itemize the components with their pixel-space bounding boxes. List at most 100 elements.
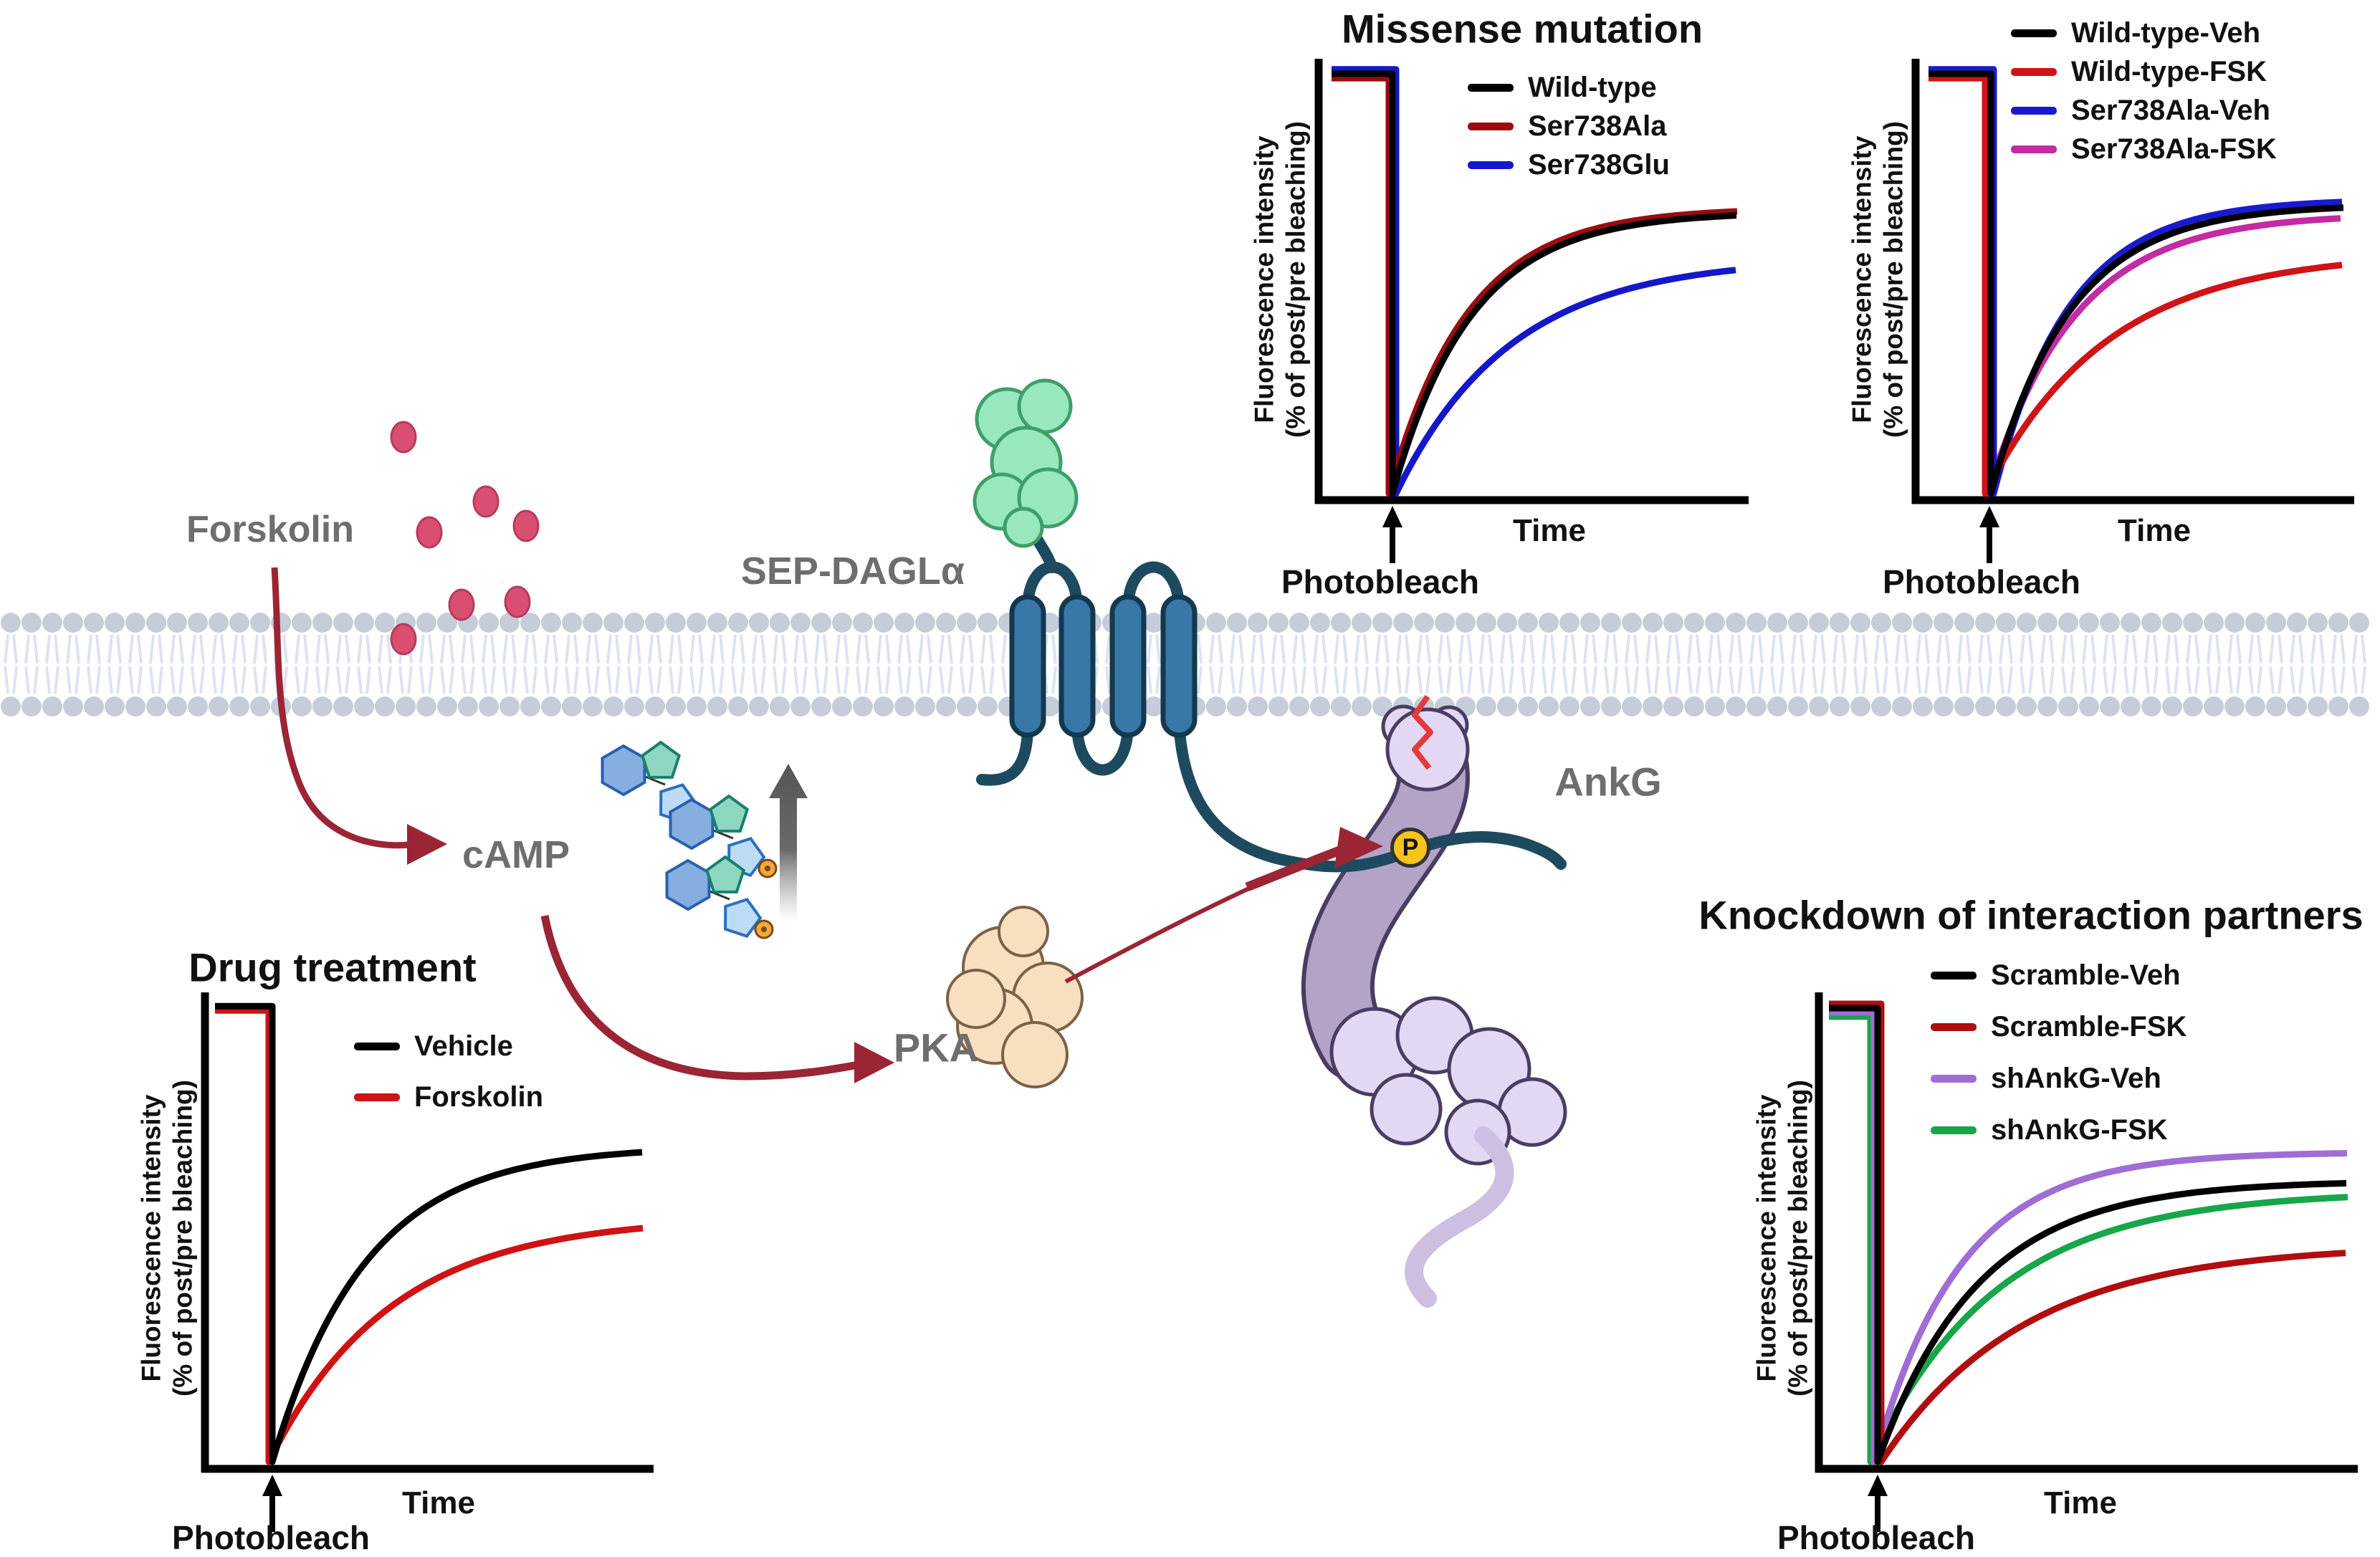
legend-swatch: [1931, 1022, 1977, 1031]
frap-chart-knockdown: [1815, 992, 2358, 1532]
sep-dagla-protein: [972, 378, 1567, 873]
legend-item-Vehicle: Vehicle: [354, 1021, 543, 1072]
legend-item-Ser738Ala-Veh: Ser738Ala-Veh: [2011, 91, 2277, 130]
y-axis-label: Fluorescence intensity(% of post/pre ble…: [136, 1080, 197, 1396]
frap-chart-wt_vs_ser738ala_fsk: [1911, 59, 2354, 563]
legend-item-Ser738Ala: Ser738Ala: [1468, 107, 1670, 145]
legend-item-Forskolin: Forskolin: [354, 1072, 543, 1123]
legend-swatch: [2011, 67, 2057, 76]
frap-curve-Ser738Ala: [1332, 75, 1738, 497]
camp-molecules: [601, 740, 778, 939]
legend-item-Wild-type-FSK: Wild-type-FSK: [2011, 52, 2277, 91]
legend-swatch: [1468, 161, 1514, 169]
legend-label: Wild-type-FSK: [2071, 55, 2267, 87]
photobleach-arrowhead: [1868, 1475, 1888, 1496]
legend-swatch: [1931, 1074, 1977, 1083]
legend-item-Scramble-FSK: Scramble-FSK: [1931, 1001, 2187, 1053]
legend-label: Ser738Ala-Veh: [2071, 94, 2270, 126]
photobleach-label: Photobleach: [171, 1519, 371, 1556]
frap-curve-shAnkG-Veh: [1829, 1009, 2348, 1465]
x-axis-label: Time: [2118, 513, 2191, 548]
camp-molecule: [665, 855, 774, 939]
frap-curve-Ser738Glu: [1332, 66, 1736, 497]
pka-protein: [946, 906, 1084, 1088]
legend-label: Vehicle: [414, 1030, 513, 1062]
legend-swatch: [1468, 122, 1514, 130]
frap-curve-Wild-type-FSK: [1929, 75, 2343, 497]
c-terminal-tail: [1173, 714, 1567, 873]
frap-curve-Wild-type: [1332, 70, 1737, 497]
legend-item-shAnkG-FSK: shAnkG-FSK: [1931, 1104, 2187, 1156]
legend-swatch: [2011, 29, 2057, 37]
frap-curve-shAnkG-FSK: [1829, 1013, 2348, 1465]
y-axis-label: Fluorescence intensity(% of post/pre ble…: [1847, 121, 1908, 438]
ankg-protein: [1301, 704, 1567, 1308]
camp-molecule: [669, 794, 778, 878]
y-axis-label: Fluorescence intensity(% of post/pre ble…: [1751, 1080, 1812, 1396]
legend-swatch: [2011, 145, 2057, 153]
chart-title: Drug treatment: [188, 944, 477, 990]
legend-label: shAnkG-FSK: [1991, 1113, 2168, 1146]
frap-chart-missense: [1314, 59, 1749, 563]
legend-item-Scramble-Veh: Scramble-Veh: [1931, 949, 2187, 1001]
x-axis-label: Time: [1513, 513, 1586, 548]
legend-swatch: [2011, 106, 2057, 115]
arrow-pka-to-phosphosite: [1064, 827, 1383, 984]
legend-label: shAnkG-Veh: [1991, 1062, 2161, 1094]
legend-swatch: [354, 1042, 400, 1050]
x-axis-label: Time: [402, 1485, 475, 1520]
ankg-label: AnkG: [1554, 759, 1662, 805]
photobleach-arrowhead: [1382, 506, 1402, 527]
arrow-camp-to-pka: [540, 914, 894, 1083]
frap-curve-Scramble-FSK: [1829, 1000, 2346, 1465]
camp-increase-arrow: [769, 764, 808, 921]
legend-item-Wild-type: Wild-type: [1468, 68, 1670, 107]
forskolin-molecules: [390, 421, 540, 656]
legend-swatch: [1468, 83, 1514, 92]
legend-label: Ser738Ala-FSK: [2071, 133, 2277, 165]
sep-dagla-label: SEP-DAGLα: [740, 550, 965, 593]
legend-item-Ser738Ala-FSK: Ser738Ala-FSK: [2011, 130, 2277, 168]
legend-label: Ser738Glu: [1528, 148, 1670, 181]
phospho-letter: P: [1402, 833, 1419, 861]
phosphorylation-badge: P: [1390, 828, 1430, 868]
legend-label: Ser738Ala: [1528, 110, 1667, 142]
legend-label: Wild-type-Veh: [2071, 16, 2261, 49]
chart-title: Knockdown of interaction partners: [1698, 892, 2364, 938]
frap-curve-Wild-type-Veh: [1929, 70, 2344, 497]
intracellular-loop: [1071, 718, 1134, 776]
x-axis-label: Time: [2044, 1485, 2117, 1520]
frap-curve-Forskolin: [215, 1007, 644, 1465]
legend-label: Wild-type: [1528, 71, 1657, 103]
legend-label: Scramble-Veh: [1991, 959, 2181, 991]
legend-swatch: [1931, 1126, 1977, 1134]
y-axis-label: Fluorescence intensity(% of post/pre ble…: [1249, 121, 1310, 438]
photobleach-label: Photobleach: [1281, 563, 1480, 600]
frap-curve-Scramble-Veh: [1829, 1005, 2347, 1465]
legend-item-shAnkG-Veh: shAnkG-Veh: [1931, 1053, 2187, 1104]
sep-gfp-domain: [972, 378, 1079, 548]
frap-chart-drug_treatment: [201, 992, 654, 1532]
membrane-anchor-zigzag: [1412, 694, 1433, 770]
photobleach-arrowhead: [1979, 506, 1999, 527]
ankg-tail: [1405, 1126, 1514, 1308]
legend-label: Scramble-FSK: [1991, 1010, 2187, 1043]
photobleach-arrowhead: [262, 1475, 282, 1496]
arrow-forskolin-to-camp: [271, 567, 447, 865]
transmembrane-helices: [1009, 594, 1198, 738]
frap-curve-Vehicle: [215, 1002, 643, 1465]
forskolin-label: Forskolin: [186, 509, 355, 550]
extracellular-loop-2: [1122, 561, 1185, 615]
frap-charts-layer: [201, 59, 2358, 1532]
legend-swatch: [354, 1093, 400, 1101]
photobleach-label: Photobleach: [1882, 563, 2081, 600]
legend-swatch: [1931, 971, 1977, 979]
legend-item-Ser738Glu: Ser738Glu: [1468, 145, 1670, 184]
camp-label: cAMP: [462, 833, 570, 876]
